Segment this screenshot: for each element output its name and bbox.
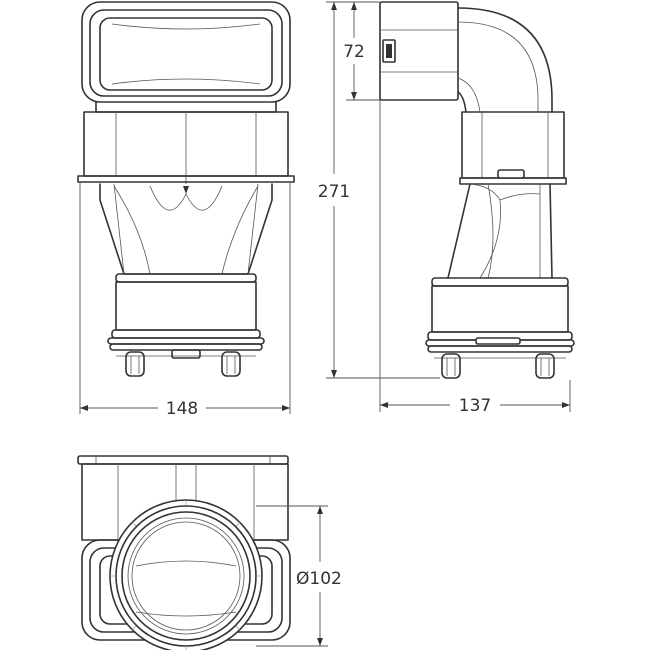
dimension-diameter: Ø102 [256, 505, 342, 647]
front-view [77, 1, 295, 377]
dimension-height-total: 271 [318, 1, 440, 379]
dimension-label-137: 137 [459, 396, 491, 416]
dimension-label-72: 72 [343, 42, 365, 62]
side-view [379, 1, 575, 379]
dimension-label-diameter: Ø102 [296, 569, 342, 589]
dimension-width-front: 148 [79, 182, 291, 419]
dimension-label-271: 271 [318, 182, 350, 202]
dimension-depth-side: 137 [379, 100, 571, 416]
top-view [77, 455, 291, 650]
dimension-height-outlet: 72 [343, 2, 380, 101]
dimension-label-148: 148 [166, 399, 198, 419]
